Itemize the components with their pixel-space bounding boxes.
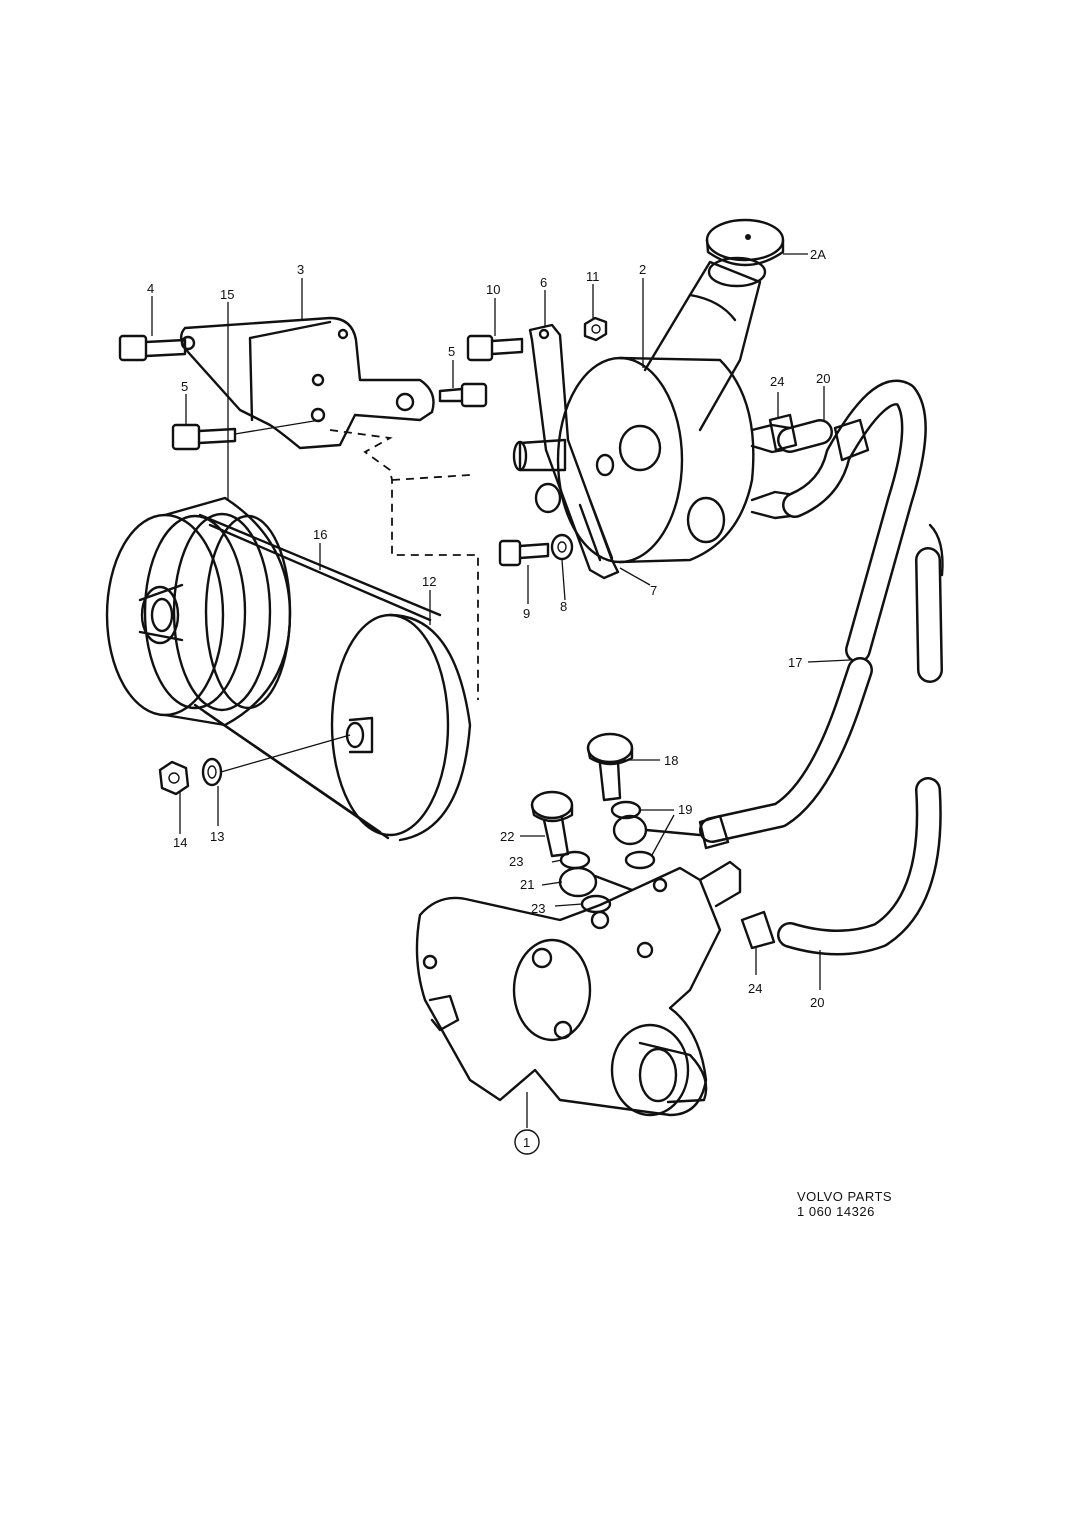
nut-11-illustration: [583, 316, 608, 342]
callout-8: 8: [560, 599, 567, 614]
callout-3: 3: [297, 262, 304, 277]
steering-gear-1-illustration: [415, 860, 742, 1117]
footer-reference-number: 1 060 14326: [797, 1204, 875, 1219]
hose-clamp-24-lower-illustration: [740, 910, 776, 950]
callout-9: 9: [523, 606, 530, 621]
callout-labels: 1 2 2A 3 4 5 5 6 7: [147, 247, 851, 1155]
callout-2a: 2A: [810, 247, 826, 262]
nut-14-illustration: [158, 760, 190, 796]
callout-13: 13: [210, 829, 224, 844]
callout-6: 6: [540, 275, 547, 290]
footer-brand: VOLVO PARTS: [797, 1189, 893, 1204]
callout-21: 21: [520, 877, 534, 892]
callout-18: 18: [664, 753, 678, 768]
callout-5-lower: 5: [181, 379, 188, 394]
crankshaft-pulley-15-illustration: [105, 496, 292, 727]
callout-7: 7: [650, 583, 657, 598]
washer-8-illustration: [550, 533, 574, 561]
sealing-washer-19-illustration: [610, 800, 656, 870]
spacer-illustration: [534, 482, 562, 514]
bolt-5-lower-illustration: [171, 419, 321, 451]
callout-23-lower: 23: [531, 901, 545, 916]
mounting-bracket-illustration: [180, 316, 435, 450]
callout-16: 16: [313, 527, 327, 542]
banjo-union-illustration: [612, 814, 702, 846]
banjo-union-21-illustration: [558, 866, 634, 898]
callout-24-lower: 24: [748, 981, 762, 996]
callout-24-upper: 24: [770, 374, 784, 389]
callout-12: 12: [422, 574, 436, 589]
callout-14: 14: [173, 835, 187, 850]
callout-2: 2: [639, 262, 646, 277]
pump-pulley-12-illustration: [330, 613, 472, 842]
power-steering-pump-illustration: [512, 218, 800, 564]
callout-22: 22: [500, 829, 514, 844]
callout-20-upper: 20: [816, 371, 830, 386]
bolt-9-illustration: [498, 539, 550, 567]
banjo-bolt-18-illustration: [586, 732, 634, 802]
callout-17: 17: [788, 655, 802, 670]
callout-20-lower: 20: [810, 995, 824, 1010]
callout-23-upper: 23: [509, 854, 523, 869]
pressure-hose-17-illustration: [698, 379, 927, 850]
mounting-guide-dashed: [329, 429, 479, 700]
callout-1: 1: [523, 1135, 530, 1150]
hose-clamp-24-upper-illustration: [768, 413, 798, 452]
return-hose-20-illustration: [777, 419, 944, 956]
part-reference-footer: VOLVO PARTS 1 060 14326: [797, 1189, 892, 1219]
callout-19: 19: [678, 802, 692, 817]
callout-10: 10: [486, 282, 500, 297]
callout-11: 11: [586, 269, 600, 284]
callout-5-upper: 5: [448, 344, 455, 359]
sealing-washer-23-upper-illustration: [559, 850, 591, 870]
bolt-10-illustration: [466, 334, 524, 362]
callout-15: 15: [220, 287, 234, 302]
banjo-bolt-22-illustration: [530, 790, 574, 858]
callout-4: 4: [147, 281, 154, 296]
washer-13-illustration: [201, 734, 351, 787]
bolt-5-upper-illustration: [438, 382, 488, 408]
bolt-4-illustration: [118, 334, 187, 362]
adjusting-arm-6-illustration: [528, 323, 620, 580]
